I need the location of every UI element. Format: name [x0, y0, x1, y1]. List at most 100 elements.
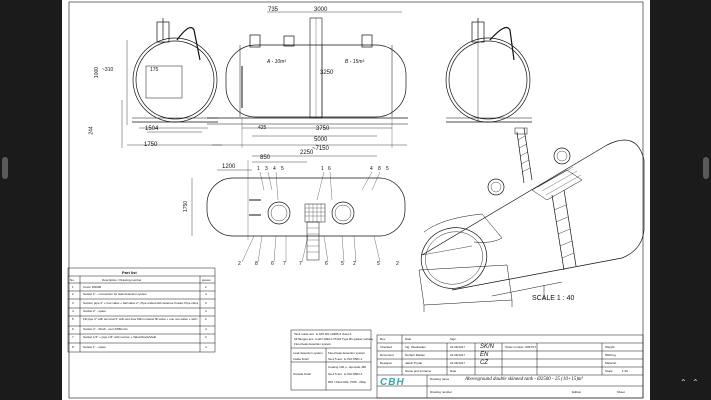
title-block-lines — [376, 334, 644, 399]
scale-cell-value: 1:40 — [622, 369, 628, 373]
tb-col1: Rev. — [380, 337, 386, 341]
balloon: 8 — [378, 166, 381, 172]
tb-col2: Date — [405, 337, 412, 341]
weight-label: Weight: — [605, 345, 616, 349]
balloon: 5 — [341, 261, 344, 267]
parts-row-qty: 4 — [205, 292, 207, 296]
tb-col1: Designer — [380, 361, 393, 365]
parts-header-desc: Description / Drawing number — [102, 278, 142, 282]
side-view-top — [207, 11, 408, 148]
note-line: All flanges acc. to EN 1092-1 PN10 Type … — [294, 337, 374, 341]
parts-row-no: 3 — [72, 301, 74, 305]
dim-label: 1200 — [222, 164, 236, 170]
balloon: 2 — [353, 261, 356, 267]
chevron-up-icon[interactable]: ⌃ — [692, 378, 699, 387]
balloon: 4 — [370, 166, 373, 172]
note-label: Outside finish — [293, 372, 312, 376]
balloon: 3 — [265, 166, 268, 172]
dim-label: 1750 — [144, 142, 158, 148]
material-label: Material: — [605, 361, 617, 365]
dim-label: 3000 — [314, 7, 328, 13]
parts-table-lines — [67, 267, 216, 353]
scale-cell-label: Scale — [605, 369, 613, 373]
tb-col2: Name and surname — [405, 369, 432, 373]
note-line: Tank made acc. to DIN EN 12285-2 class A — [294, 332, 352, 336]
parts-row-no: 1 — [72, 285, 74, 289]
drawing-name: Aboveground double skinned tank - Ø2500 … — [465, 377, 583, 382]
parts-row-no: 2 — [72, 292, 74, 296]
note-value: RDI / Paint RAL 7035 - 200µ — [328, 380, 366, 384]
drawing-number-label: Drawing number — [430, 390, 453, 394]
parts-row-desc: Socket 2" - Shaft - vent DN50-2xx — [83, 327, 128, 331]
balloon: 5 — [281, 166, 284, 172]
parts-row-no: 5 — [72, 317, 74, 321]
technical-drawing — [67, 1, 645, 399]
compartment-a-label: A - 10m³ — [267, 59, 286, 65]
plan-view — [191, 155, 406, 263]
parts-row-qty: 2 — [205, 335, 207, 339]
balloon: 7 — [283, 261, 286, 267]
note-label: Inside finish — [293, 357, 309, 361]
parts-row-no: 6 — [72, 327, 74, 331]
note-line: Flood leak detection system — [294, 342, 332, 346]
note-label: Leak detection system — [293, 351, 323, 355]
tb-col3: 23.08.2017 — [450, 345, 466, 349]
dim-label: ~310 — [102, 67, 114, 73]
order-number: Order number: 0097/17 — [505, 345, 537, 349]
notes-table-lines — [290, 329, 372, 391]
compartment-b-label: B - 15m³ — [345, 59, 365, 65]
left-scrollbar-thumb[interactable] — [2, 157, 8, 179]
parts-row-no: 4 — [72, 309, 74, 313]
tb-col3: 23.08.2017 — [450, 361, 466, 365]
dim-label: 1750 — [183, 200, 190, 213]
parts-row-qty: 2 — [205, 285, 207, 289]
parts-row-qty: 4 — [205, 327, 207, 331]
dim-label: 1000 — [94, 66, 101, 79]
end-view-left — [121, 18, 222, 148]
dim-label: 3250 — [320, 70, 334, 76]
drawing-sheet: 735 3000 1000 244 ~310 175 1504 1750 325… — [62, 0, 650, 400]
balloon: 7 — [299, 261, 302, 267]
dim-label: 5000 — [314, 137, 328, 143]
drawing-name-label: Drawing name — [430, 377, 450, 381]
parts-row-desc: Cover DN600 — [83, 285, 102, 289]
dim-label: 244 — [88, 126, 95, 135]
parts-row-desc: Socket 1" - spare — [83, 345, 106, 349]
isometric-view — [418, 127, 645, 312]
balloon: 6 — [271, 261, 274, 267]
balloon: 1 — [321, 166, 324, 172]
note-value: Sa 2,5 acc. to ISO 8501-1 — [328, 357, 363, 361]
parts-row-desc: Suction pipe 2" + foot valve + ball valv… — [83, 301, 198, 305]
parts-row-no: 8 — [72, 345, 74, 349]
tb-col3: Sign. — [450, 337, 457, 341]
note-value: Sa 2,5 acc. to ISO 8501-1 — [328, 372, 363, 376]
scale-label: SCALE 1 : 40 — [532, 295, 575, 302]
dim-label: 850 — [260, 155, 271, 161]
chevron-up-icon[interactable]: ⌃ — [680, 378, 687, 387]
dim-label: 425 — [258, 125, 267, 131]
note-value: Flood leak detection system — [328, 351, 366, 355]
tb-col2: Ing. Wiesbaden — [405, 345, 426, 349]
parts-row-desc: Socket 1" - connection for leak detectio… — [83, 292, 147, 296]
dim-label: 175 — [150, 67, 159, 73]
dim-label: 1504 — [145, 126, 159, 132]
parts-row-no: 7 — [72, 335, 74, 339]
tb-col2: Norbert Marian — [405, 353, 426, 357]
balloon: 8 — [255, 261, 258, 267]
note-value: Coating 100 µ - Epoxide 450 — [328, 365, 367, 369]
tb-col3: 23.08.2017 — [450, 353, 466, 357]
tb-col3: Date — [450, 369, 457, 373]
tb-col1: Document — [380, 353, 394, 357]
parts-header-qty: pieces — [202, 278, 211, 282]
right-scrollbar-thumb[interactable] — [703, 157, 709, 179]
sheet-label: Sheet — [617, 390, 625, 394]
lang-code: SK/N — [480, 344, 495, 350]
parts-row-desc: Fill pipe 3" with terminal 3" with wet f… — [83, 317, 198, 321]
dim-label: 3750 — [316, 126, 330, 132]
balloon: 5 — [386, 166, 389, 172]
company-logo: CBH — [380, 377, 405, 388]
end-view-right — [445, 18, 532, 123]
balloon: 1 — [257, 166, 260, 172]
weight-value: 6000 kg — [605, 353, 616, 357]
balloon: 5 — [377, 261, 380, 267]
